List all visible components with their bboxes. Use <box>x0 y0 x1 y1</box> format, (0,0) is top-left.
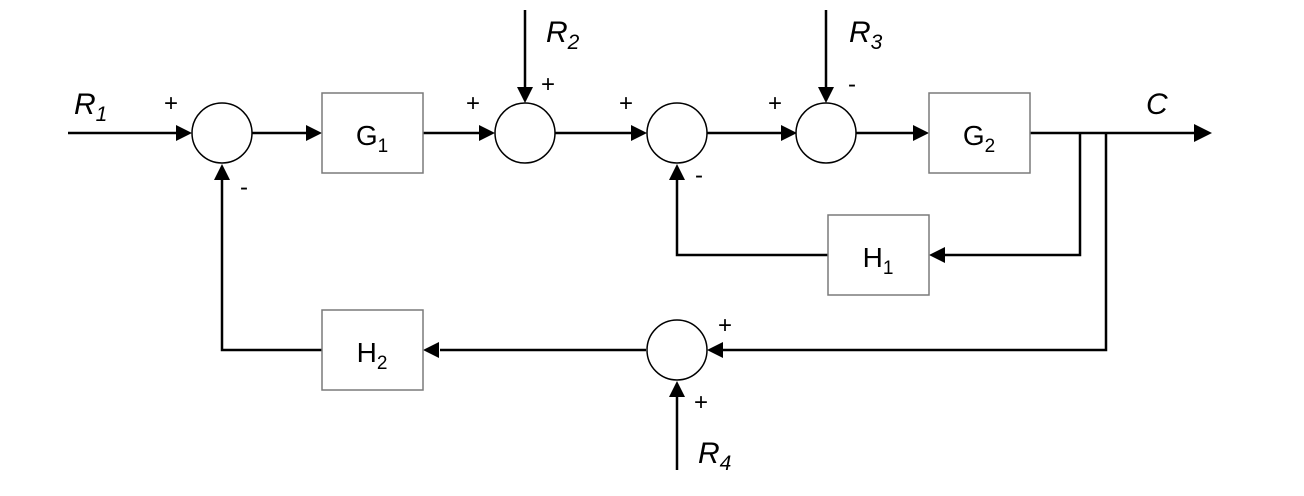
wire-h2-sum1 <box>220 180 322 352</box>
arrowhead-feedback-sum5 <box>707 342 723 358</box>
block-h2-box <box>321 309 424 391</box>
sign-sum2-g1: + <box>466 90 480 117</box>
summing-junction-5 <box>646 319 708 381</box>
signal-r2-name: R <box>546 16 568 49</box>
sign-sum5-r4: + <box>694 389 708 416</box>
arrowhead-r3-sum4 <box>818 87 834 103</box>
signal-r4-name: R <box>698 437 720 470</box>
signal-r1-sub: 1 <box>96 103 108 126</box>
arrowhead-sum5-h2 <box>423 342 439 358</box>
block-h1-name: H <box>863 242 883 273</box>
arrowhead-r2-sum2 <box>517 87 533 103</box>
block-g2-label: G2 <box>963 120 995 157</box>
block-g2: G2 <box>928 92 1031 174</box>
sign-sum1-r1: + <box>164 90 178 117</box>
signal-r4-label: R4 <box>698 437 731 475</box>
arrowhead-h1-sum3 <box>669 164 685 180</box>
arrowhead-h2-sum1 <box>214 164 230 180</box>
block-h1: H1 <box>827 214 930 296</box>
arrowhead-r4-sum5 <box>669 381 685 397</box>
sign-sum2-r2: + <box>541 71 555 98</box>
block-g1-name: G <box>356 120 378 151</box>
block-h2: H2 <box>321 309 424 391</box>
arrowhead-sum2-sum3 <box>631 125 647 141</box>
block-g1-label: G1 <box>356 120 388 157</box>
sign-sum3-input: + <box>619 90 633 117</box>
signal-r3-label: R3 <box>849 16 883 54</box>
block-h2-sub: 2 <box>377 353 388 374</box>
sign-sum1-feedback: - <box>240 174 248 201</box>
signal-r2-label: R2 <box>546 16 580 54</box>
block-h1-sub: 1 <box>883 258 894 279</box>
wire-h1-sum3 <box>675 180 828 257</box>
arrowhead-h1-input <box>929 247 945 263</box>
signal-r1-label: R1 <box>74 88 107 126</box>
arrowhead-sum3-sum4 <box>781 125 797 141</box>
block-g1: G1 <box>321 92 424 174</box>
summing-junction-4 <box>795 102 857 164</box>
block-g2-box <box>928 92 1031 174</box>
sign-sum3-feedback: - <box>695 162 703 189</box>
wire-h1-feedback <box>945 133 1082 257</box>
block-g1-box <box>321 92 424 174</box>
block-g1-sub: 1 <box>378 136 389 157</box>
sign-sum4-r3: - <box>848 71 856 98</box>
summing-junction-3 <box>646 102 708 164</box>
arrowhead-sum4-g2 <box>913 125 929 141</box>
block-h2-label: H2 <box>357 337 388 374</box>
signal-r3-sub: 3 <box>871 31 883 54</box>
block-h1-box <box>827 214 930 296</box>
arrowhead-r1-sum1 <box>176 125 192 141</box>
block-g2-sub: 2 <box>985 136 996 157</box>
signal-r1-name: R <box>74 88 96 121</box>
arrowheads <box>176 87 1212 397</box>
signal-r2-sub: 2 <box>567 31 580 54</box>
sign-sum5-feedback: + <box>718 312 732 339</box>
block-g2-name: G <box>963 120 985 151</box>
signal-r3-name: R <box>849 16 871 49</box>
wire-outer-feedback <box>723 133 1108 352</box>
wires <box>68 10 1194 470</box>
arrowhead-g1-sum2 <box>479 125 495 141</box>
arrowhead-sum1-g1 <box>306 125 322 141</box>
arrowhead-output-c <box>1194 124 1212 142</box>
sign-sum4-input: + <box>768 90 782 117</box>
block-h1-label: H1 <box>863 242 894 279</box>
summing-junction-2 <box>494 102 556 164</box>
block-h2-name: H <box>357 337 377 368</box>
signal-c-label: C <box>1146 88 1168 121</box>
summing-junction-1 <box>191 102 253 164</box>
signal-r4-sub: 4 <box>720 452 732 475</box>
